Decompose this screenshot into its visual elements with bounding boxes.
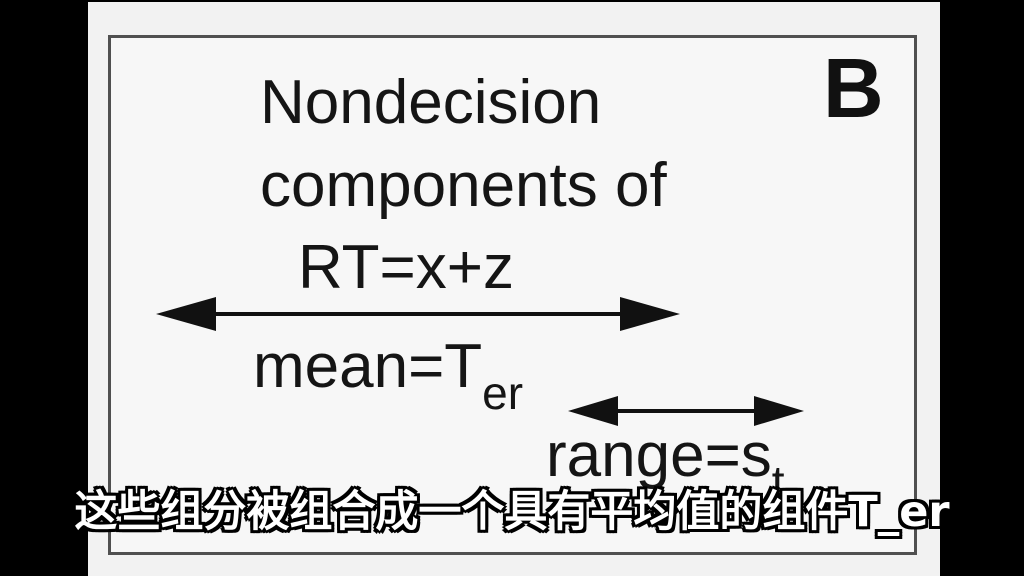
title-line-1: Nondecision [260,68,602,137]
range-label-prefix: range=s [546,421,772,490]
mean-label-subscript: er [482,367,524,419]
panel-label: B [823,41,884,135]
range-label-subscript: t [771,456,785,508]
diagram-panel [108,35,917,555]
video-subtitle: 这些组分被组合成一个具有平均值的组件T_er [74,487,950,537]
slide: B Nondecision components of RT=x+z mean=… [88,2,940,576]
mean-label-prefix: mean=T [253,332,483,401]
range-label: range=st [546,425,785,506]
mean-double-arrow [156,297,680,331]
title-line-3: RT=x+z [298,233,514,302]
mean-label: mean=Ter [253,336,523,417]
range-double-arrow [568,396,804,426]
title-line-2: components of [260,151,667,220]
